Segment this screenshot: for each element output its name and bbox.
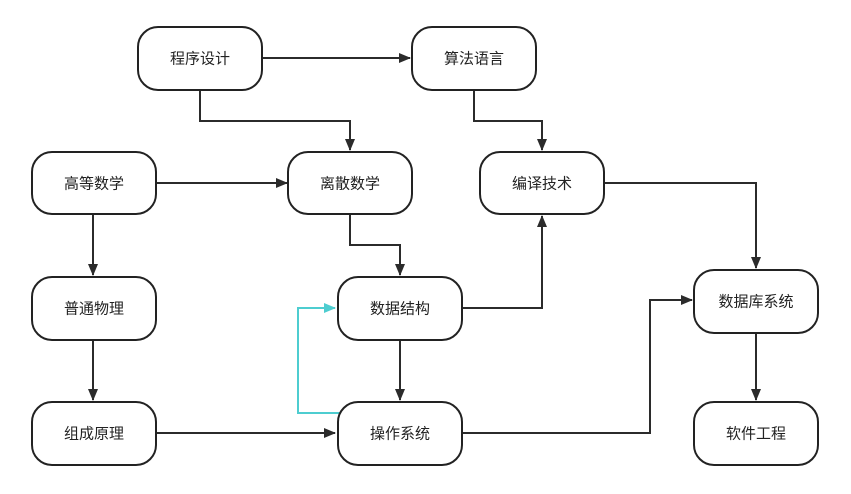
node-data-structures[interactable]: 数据结构 — [337, 276, 463, 341]
node-label-advanced-math: 高等数学 — [64, 175, 124, 193]
edge-algorithm-language-to-compiler-tech — [473, 90, 547, 151]
node-label-computer-organization: 组成原理 — [64, 425, 124, 443]
edge-operating-systems-to-database-systems — [462, 295, 693, 434]
node-programming[interactable]: 程序设计 — [137, 26, 263, 91]
node-label-algorithm-language: 算法语言 — [444, 50, 504, 68]
edge-programming-to-discrete-math — [199, 90, 355, 151]
edge-discrete-math-to-data-structures — [349, 214, 405, 276]
node-label-database-systems: 数据库系统 — [718, 293, 793, 311]
node-operating-systems[interactable]: 操作系统 — [337, 401, 463, 466]
node-label-compiler-tech: 编译技术 — [512, 175, 572, 193]
node-algorithm-language[interactable]: 算法语言 — [411, 26, 537, 91]
edge-data-structures-to-compiler-tech — [462, 215, 547, 309]
node-label-data-structures: 数据结构 — [370, 300, 430, 318]
node-label-discrete-math: 离散数学 — [320, 175, 380, 193]
node-database-systems[interactable]: 数据库系统 — [693, 269, 819, 334]
node-label-programming: 程序设计 — [170, 50, 230, 68]
node-advanced-math[interactable]: 高等数学 — [31, 151, 157, 215]
node-computer-organization[interactable]: 组成原理 — [31, 401, 157, 466]
node-label-software-engineering: 软件工程 — [726, 425, 786, 443]
node-general-physics[interactable]: 普通物理 — [31, 276, 157, 341]
node-discrete-math[interactable]: 离散数学 — [287, 151, 413, 215]
node-label-general-physics: 普通物理 — [64, 300, 124, 318]
edge-compiler-tech-to-database-systems — [604, 182, 761, 269]
node-compiler-tech[interactable]: 编译技术 — [479, 151, 605, 215]
edge-operating-systems-to-data-structures — [297, 303, 340, 414]
node-software-engineering[interactable]: 软件工程 — [693, 401, 819, 466]
node-label-operating-systems: 操作系统 — [370, 425, 430, 443]
